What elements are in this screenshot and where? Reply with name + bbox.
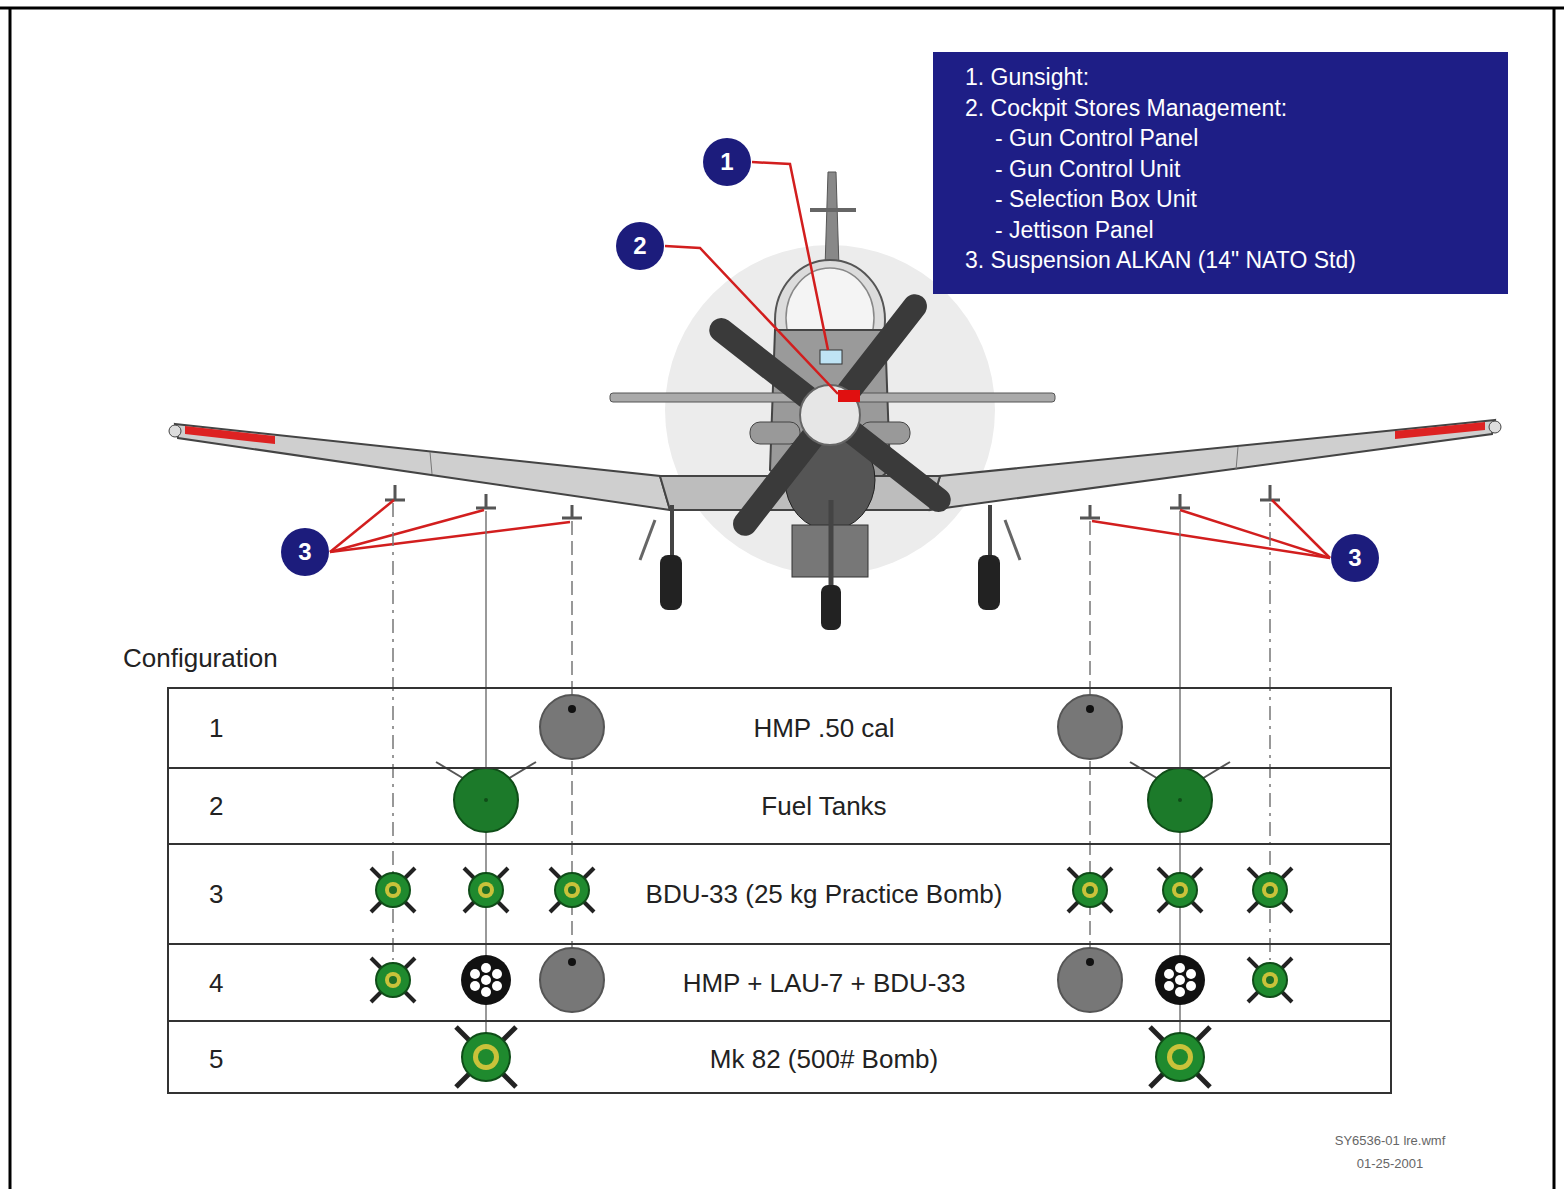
configuration-table: Configuration1HMP .50 cal2Fuel Tanks3BDU… — [167, 687, 1392, 1094]
legend-line: - Gun Control Unit — [965, 154, 1492, 185]
row-number: 2 — [209, 791, 223, 822]
legend-line: 1. Gunsight: — [965, 62, 1492, 93]
file-reference: 01-25-2001 — [1357, 1156, 1424, 1171]
row-description: BDU-33 (25 kg Practice Bomb) — [624, 878, 1024, 910]
legend-box: 1. Gunsight:2. Cockpit Stores Management… — [933, 52, 1508, 294]
callout-number: 1 — [720, 148, 733, 176]
configuration-row: 1 HMP .50 cal — [169, 689, 1390, 767]
row-description: Fuel Tanks — [624, 790, 1024, 822]
row-number: 5 — [209, 1044, 223, 1075]
row-description: Mk 82 (500# Bomb) — [624, 1043, 1024, 1075]
legend-line: 2. Cockpit Stores Management: — [965, 93, 1492, 124]
row-number: 4 — [209, 967, 223, 998]
callout-number: 3 — [1348, 544, 1361, 572]
callout-circle: 3 — [281, 528, 329, 576]
configuration-row: 3 BDU-33 (25 kg Practice Bomb) — [169, 843, 1390, 943]
legend-line: - Jettison Panel — [965, 215, 1492, 246]
configuration-row: 2 Fuel Tanks — [169, 767, 1390, 843]
callout-number: 3 — [298, 538, 311, 566]
callout-number: 2 — [633, 232, 646, 260]
row-number: 1 — [209, 713, 223, 744]
legend-line: - Gun Control Panel — [965, 123, 1492, 154]
row-description: HMP .50 cal — [624, 712, 1024, 744]
row-number: 3 — [209, 879, 223, 910]
file-reference: SY6536-01 lre.wmf — [1335, 1133, 1446, 1148]
configuration-row: 4 HMP + LAU-7 + BDU-33 — [169, 943, 1390, 1020]
row-description: HMP + LAU-7 + BDU-33 — [624, 967, 1024, 999]
legend-line: - Selection Box Unit — [965, 184, 1492, 215]
configuration-row: 5 Mk 82 (500# Bomb) — [169, 1020, 1390, 1096]
legend-line: 3. Suspension ALKAN (14" NATO Std) — [965, 245, 1492, 276]
table-heading: Configuration — [123, 643, 278, 674]
callout-circle: 3 — [1331, 534, 1379, 582]
callout-circle: 2 — [616, 222, 664, 270]
callout-circle: 1 — [703, 138, 751, 186]
